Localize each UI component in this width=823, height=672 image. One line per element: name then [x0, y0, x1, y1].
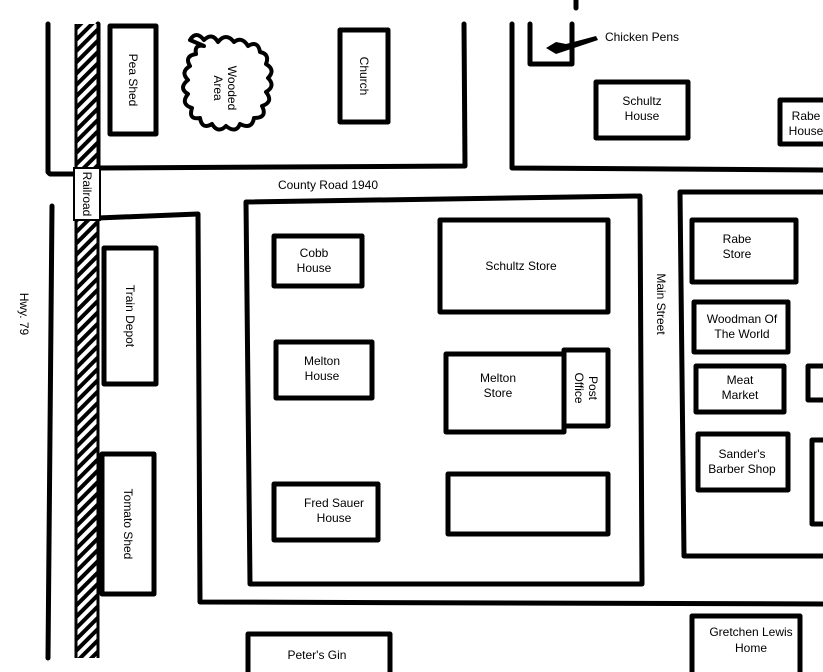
highway-label: Hwy. 79: [17, 293, 31, 336]
svg-text:Store: Store: [723, 247, 752, 261]
chicken-pens: Chicken Pens: [527, 21, 679, 67]
svg-text:Rabe: Rabe: [792, 109, 821, 123]
svg-text:Rabe: Rabe: [723, 232, 752, 246]
svg-text:Meat: Meat: [727, 373, 754, 387]
railroad-label: Railroad: [80, 172, 94, 217]
svg-text:Barber Shop: Barber Shop: [708, 462, 776, 476]
svg-text:Office: Office: [572, 372, 586, 403]
gretchen-lewis-home: Gretchen Lewis Home: [689, 613, 803, 672]
melton-store: Melton Store: [443, 351, 567, 435]
svg-text:Cobb: Cobb: [300, 246, 329, 260]
rabe-house: Rabe House: [777, 97, 823, 147]
woodman-of-the-world: Woodman Of The World: [691, 299, 791, 355]
svg-text:Wooded: Wooded: [225, 66, 239, 110]
cobb-house: Cobb House: [271, 233, 365, 289]
block-east-outline: [677, 189, 823, 559]
melton-house: Melton House: [273, 339, 375, 401]
sanders-barber-shop: Sander's Barber Shop: [695, 431, 791, 493]
wooded-area: Wooded Area: [181, 33, 274, 132]
block-depot-outline: [95, 211, 823, 607]
tomato-shed: Tomato Shed: [99, 451, 157, 597]
post-office: Post Office: [561, 347, 611, 429]
block-highway-west-outline: [45, 203, 55, 661]
unlabeled-building: [445, 471, 611, 537]
svg-text:Church: Church: [357, 57, 371, 96]
svg-text:House: House: [625, 109, 660, 123]
svg-text:Pea Shed: Pea Shed: [126, 54, 140, 107]
east-building-partial-1: [805, 363, 823, 403]
svg-text:Schultz Store: Schultz Store: [485, 259, 557, 273]
block-top-left-outline: [45, 21, 79, 177]
svg-text:Fred Sauer: Fred Sauer: [304, 496, 364, 510]
block-top-right-outline: [509, 21, 823, 173]
svg-text:The World: The World: [714, 327, 769, 341]
county-road-label: County Road 1940: [278, 178, 378, 192]
svg-text:Schultz: Schultz: [622, 94, 661, 108]
peters-gin: Peter's Gin: [245, 631, 393, 672]
svg-text:Home: Home: [735, 641, 767, 655]
schultz-house: Schultz House: [593, 79, 691, 141]
schultz-store: Schultz Store: [437, 217, 611, 315]
train-depot: Train Depot: [101, 245, 159, 387]
fred-sauer-house: Fred Sauer House: [271, 481, 381, 543]
svg-text:Tomato Shed: Tomato Shed: [121, 489, 135, 560]
svg-text:House: House: [297, 261, 332, 275]
rabe-store: Rabe Store: [689, 217, 799, 285]
meat-market: Meat Market: [693, 363, 787, 415]
svg-text:House: House: [305, 369, 340, 383]
svg-text:Melton: Melton: [304, 354, 340, 368]
svg-text:House: House: [317, 511, 352, 525]
svg-text:Train Depot: Train Depot: [123, 285, 137, 348]
church: Church: [337, 27, 391, 125]
pea-shed: Pea Shed: [107, 23, 159, 137]
block-center-outline: [243, 193, 645, 587]
svg-text:Store: Store: [484, 386, 513, 400]
svg-text:House: House: [789, 124, 823, 138]
svg-text:Market: Market: [722, 388, 759, 402]
svg-text:Gretchen Lewis: Gretchen Lewis: [709, 625, 792, 639]
main-street-label: Main Street: [654, 273, 668, 335]
svg-text:Melton: Melton: [480, 371, 516, 385]
svg-text:Post: Post: [586, 376, 600, 401]
svg-text:Sander's: Sander's: [719, 447, 766, 461]
svg-text:Woodman Of: Woodman Of: [707, 312, 778, 326]
svg-text:Chicken Pens: Chicken Pens: [605, 30, 679, 44]
east-building-partial-2: [809, 437, 823, 527]
railroad: Railroad: [73, 24, 101, 658]
svg-text:Area: Area: [211, 75, 225, 101]
svg-text:Peter's Gin: Peter's Gin: [288, 648, 347, 662]
